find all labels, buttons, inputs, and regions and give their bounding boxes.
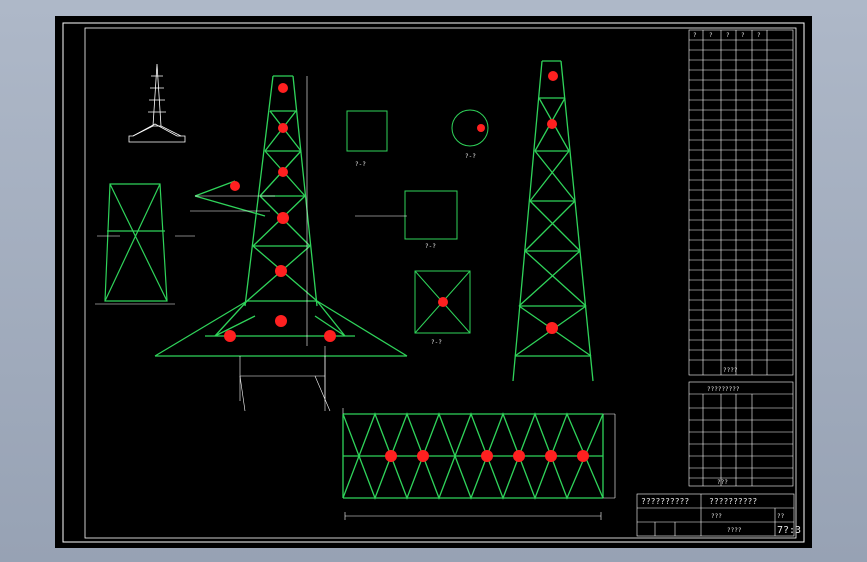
- parts-header-1: ?: [693, 32, 697, 39]
- truss-joint-4: [513, 450, 525, 462]
- tower-drawing: ? ? ? ? ? ???? ????????? ??? ?-? ?-? ?-?…: [62, 22, 805, 543]
- truss-joint-1: [385, 450, 397, 462]
- joint-plate-6: [224, 330, 236, 342]
- parts-header-4: ?: [741, 32, 745, 39]
- side-joint-3: [546, 322, 558, 334]
- sub-table-header: ?????????: [707, 386, 740, 393]
- truss-joint-6: [577, 450, 589, 462]
- truss-joint-5: [545, 450, 557, 462]
- section-label-b: ?-?: [425, 243, 436, 250]
- sub-table-total: ???: [717, 479, 728, 486]
- inner-border: [84, 27, 797, 539]
- joint-plate-3: [278, 167, 288, 177]
- title-right-caption: ??????????: [709, 497, 757, 506]
- title-block: [636, 493, 795, 537]
- title-row-text-3: ??: [777, 513, 785, 520]
- title-row-text-1: ???: [711, 513, 722, 520]
- truss-joint-3: [481, 450, 493, 462]
- parts-header-2: ?: [709, 32, 713, 39]
- tower-key-sketch: [128, 63, 186, 143]
- drawing-sheet: ? ? ? ? ? ???? ????????? ??? ?-? ?-? ?-?…: [55, 16, 812, 548]
- side-joint-2: [547, 119, 557, 129]
- drawing-number: 7?:3: [777, 525, 801, 536]
- joint-plate-1: [278, 83, 288, 93]
- parts-header-5: ?: [757, 32, 761, 39]
- section-label-a: ?-?: [355, 161, 366, 168]
- section-label-d: ?-?: [465, 153, 476, 160]
- long-truss: [342, 408, 616, 520]
- side-joint-1: [548, 71, 558, 81]
- parts-total-label: ????: [723, 367, 738, 374]
- title-row-text-2: ????: [727, 527, 742, 534]
- parts-header-3: ?: [726, 32, 730, 39]
- side-tower: [512, 60, 594, 382]
- parts-table: [688, 29, 794, 487]
- joint-plate-8: [230, 181, 240, 191]
- main-tower: [154, 75, 408, 412]
- portal-frame: [95, 183, 195, 305]
- detail-joint-b: [477, 124, 485, 132]
- detail-joint-a: [438, 297, 448, 307]
- sheet-border: [62, 22, 805, 543]
- joint-plate-7: [324, 330, 336, 342]
- section-label-c: ?-?: [431, 339, 442, 346]
- detail-sections: [346, 109, 489, 334]
- joint-plate-4: [277, 212, 289, 224]
- joint-plate-9: [275, 315, 287, 327]
- title-left-caption: ??????????: [641, 497, 689, 506]
- truss-joint-2: [417, 450, 429, 462]
- joint-plate-2: [278, 123, 288, 133]
- joint-plate-5: [275, 265, 287, 277]
